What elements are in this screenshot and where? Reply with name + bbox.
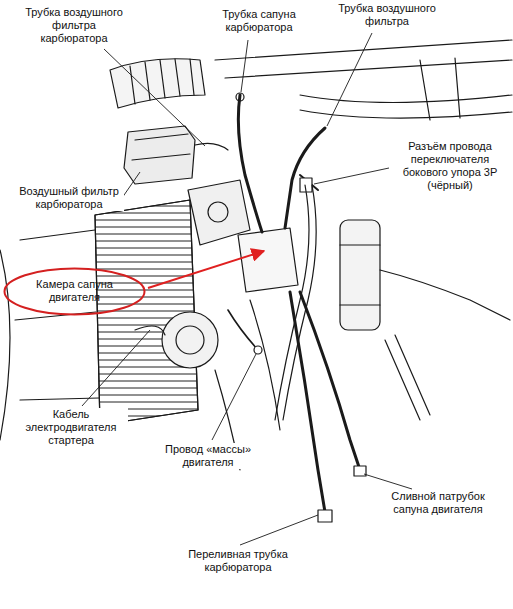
leader-line <box>240 515 318 545</box>
part-label: Сливной патрубок сапуна двигателя <box>380 490 496 516</box>
rear-component-band <box>340 245 380 305</box>
leader-line <box>364 474 412 489</box>
breather-chamber <box>238 228 298 292</box>
leader-line <box>104 49 205 146</box>
engine-case <box>0 250 10 440</box>
tube-end <box>318 510 332 522</box>
hose-ribs <box>130 59 194 104</box>
starter-motor <box>162 312 218 368</box>
part-label: Трубка воздушного фильтра <box>330 2 444 28</box>
ellipse-outline <box>5 268 145 314</box>
filter-detail <box>132 134 190 160</box>
leader-line <box>82 330 150 406</box>
leader-lines <box>82 33 412 545</box>
part-label: Трубка воздушного фильтра карбюратора <box>20 6 128 45</box>
tube-clip <box>236 93 244 101</box>
carburettor-air-filter <box>124 126 195 184</box>
part-label: Воздушный фильтр карбюратора <box>14 185 124 211</box>
frame-tube <box>300 95 512 103</box>
breather-drain <box>300 292 360 470</box>
pointer-arrow <box>148 251 264 288</box>
carburettor-port <box>208 202 228 222</box>
starter-motor-end <box>176 326 204 354</box>
leader-line <box>122 172 140 198</box>
frame-tube <box>385 335 430 420</box>
frame-tube <box>380 270 510 320</box>
carburettor-breather-tube <box>238 95 262 232</box>
harness <box>283 185 316 420</box>
ground-terminal <box>254 346 262 354</box>
callout-ellipse: Камера сапуна двигателя <box>3 267 146 316</box>
overflow-tube <box>290 292 325 512</box>
filter-hose <box>195 143 228 150</box>
part-label: Переливная трубка карбюратора <box>182 548 294 574</box>
part-label: Кабель электродвигателя стартера <box>14 408 128 447</box>
leader-line <box>212 354 256 440</box>
part-label: Трубка сапуна карбюратора <box>210 8 308 34</box>
callout-text: Камера сапуна двигателя <box>29 278 121 304</box>
rear-component <box>340 220 380 330</box>
leader-line <box>241 40 248 92</box>
engine-case <box>15 230 99 400</box>
air-filter-tube-right <box>285 128 325 228</box>
engine-ground-wire <box>228 310 258 350</box>
leader-line <box>327 33 372 126</box>
part-label: Разъём провода переключателя бокового уп… <box>392 140 508 192</box>
part-label: Провод «массы» двигателя <box>160 443 256 469</box>
frame-tube <box>225 60 512 78</box>
frame-bracket <box>420 58 460 120</box>
leader-line <box>314 168 389 184</box>
